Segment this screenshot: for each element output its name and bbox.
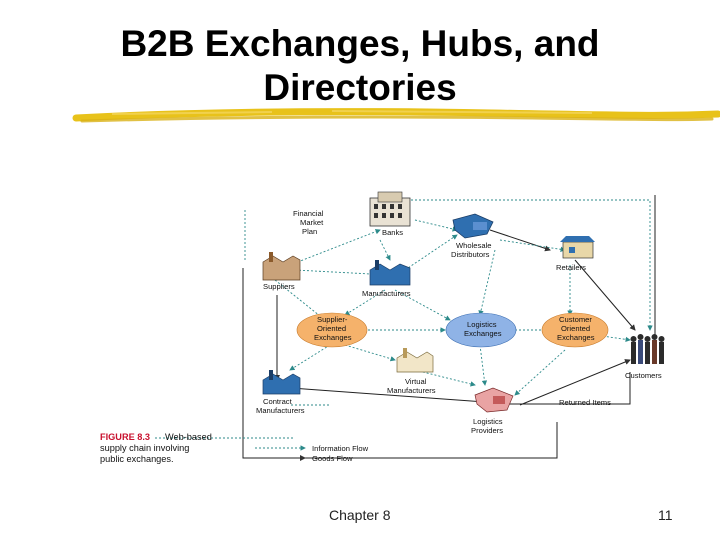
legend: Information Flow Goods Flow [255, 444, 369, 463]
customers-icon [630, 334, 665, 364]
customer-exchange-label-1: Customer [559, 315, 592, 324]
virtual-label-2: Manufacturers [387, 386, 436, 395]
logistics-exchange-label-1: Logistics [467, 320, 497, 329]
returned-items-label: Returned Items [559, 398, 611, 407]
contract-manufacturers-icon [262, 370, 301, 395]
figure-caption-line-1: Web-based [165, 432, 212, 442]
figure-caption-label: FIGURE 8.3 [100, 432, 150, 442]
suppliers-label: Suppliers [263, 282, 295, 291]
wholesale-distributors-icon [452, 213, 494, 239]
customer-exchange-ellipse [541, 312, 609, 348]
customers-label: Customers [625, 371, 662, 380]
supplier-exchange-label-3: Exchanges [314, 333, 352, 342]
contract-label-2: Manufacturers [256, 406, 305, 415]
wholesale-label-2: Distributors [451, 250, 490, 259]
contract-label-1: Contract [263, 397, 293, 406]
virtual-manufacturers-icon [396, 348, 434, 373]
logistics-providers-label-1: Logistics [473, 417, 503, 426]
supply-chain-diagram: Financial Market Plan Banks Wholesale Di… [100, 191, 665, 464]
legend-information-flow-label: Information Flow [312, 444, 369, 453]
footer-page-number: 11 [658, 507, 673, 523]
wholesale-label-1: Wholesale [456, 241, 491, 250]
retailers-icon [560, 236, 595, 259]
suppliers-icon [262, 252, 301, 281]
logistics-providers-icon [474, 387, 514, 413]
banks-label: Banks [382, 228, 403, 237]
logistics-exchange-ellipse [445, 312, 517, 348]
title-underline-brush [72, 108, 720, 123]
customer-exchange-label-2: Oriented [561, 324, 590, 333]
figure-caption-line-2: supply chain involving [100, 443, 189, 453]
supplier-exchange-label-1: Supplier- [317, 315, 348, 324]
financial-label-3: Plan [302, 227, 317, 236]
virtual-label-1: Virtual [405, 377, 427, 386]
footer-chapter: Chapter 8 [329, 507, 391, 523]
retailers-label: Retailers [556, 263, 586, 272]
slide-title: B2B Exchanges, Hubs, and Directories [0, 22, 720, 110]
slide-title-line-2: Directories [263, 67, 457, 108]
figure-caption-line-3: public exchanges. [100, 454, 174, 464]
slide-title-line-1: B2B Exchanges, Hubs, and [120, 23, 600, 64]
banks-icon [369, 191, 411, 227]
supplier-exchange-label-2: Oriented [317, 324, 346, 333]
logistics-providers-label-2: Providers [471, 426, 503, 435]
information-flow-lines [155, 199, 653, 439]
financial-label-2: Market [300, 218, 324, 227]
manufacturers-label: Manufacturers [362, 289, 411, 298]
supplier-exchange-ellipse [296, 312, 368, 348]
financial-label-1: Financial [293, 209, 324, 218]
logistics-exchange-label-2: Exchanges [464, 329, 502, 338]
goods-flow-lines [242, 195, 656, 459]
customer-exchange-label-3: Exchanges [557, 333, 595, 342]
manufacturers-icon [369, 260, 411, 286]
legend-goods-flow-label: Goods Flow [312, 454, 353, 463]
